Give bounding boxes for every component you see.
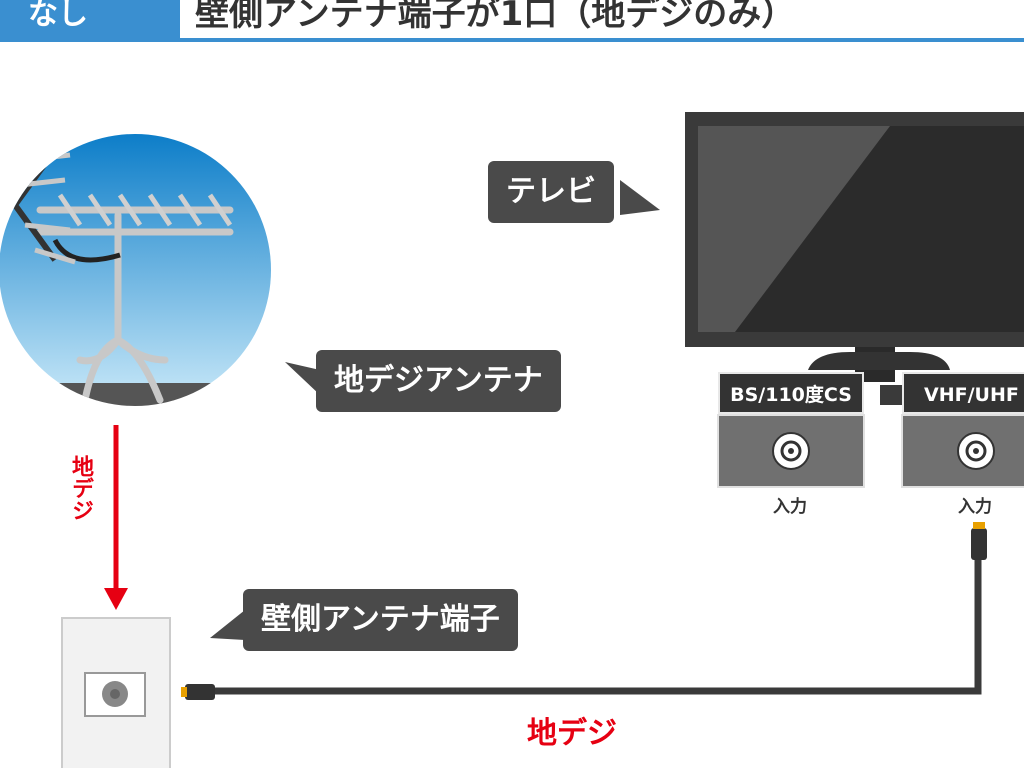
header-divider <box>0 38 1024 42</box>
signal-arrowhead <box>104 588 128 610</box>
port-panels <box>717 414 1024 488</box>
port-bs-cs-label: BS/110度CS <box>718 372 864 414</box>
page-title: 壁側アンテナ端子が1口（地デジのみ） <box>195 0 796 34</box>
wall-plate <box>61 617 171 768</box>
antenna-label: 地デジアンテナ <box>316 350 561 412</box>
signal-label-cable: 地デジ <box>527 716 617 751</box>
port-bs-cs-input-label: 入力 <box>773 497 807 517</box>
cable <box>181 522 987 700</box>
tv-label: テレビ <box>488 161 614 223</box>
port-vhf-uhf-input-label: 入力 <box>958 497 992 517</box>
port-vhf-uhf-label: VHF/UHF <box>902 372 1024 414</box>
wall-terminal-label: 壁側アンテナ端子 <box>243 589 518 651</box>
bubble-pointer-tv <box>620 180 660 215</box>
antenna-illustration <box>0 134 271 406</box>
header-tag: なし <box>0 0 180 40</box>
bubble-pointer-wall <box>210 610 245 640</box>
bubble-pointer-antenna <box>285 362 320 395</box>
tv-illustration <box>685 112 1024 405</box>
signal-label-vertical: 地デジ <box>68 455 93 521</box>
